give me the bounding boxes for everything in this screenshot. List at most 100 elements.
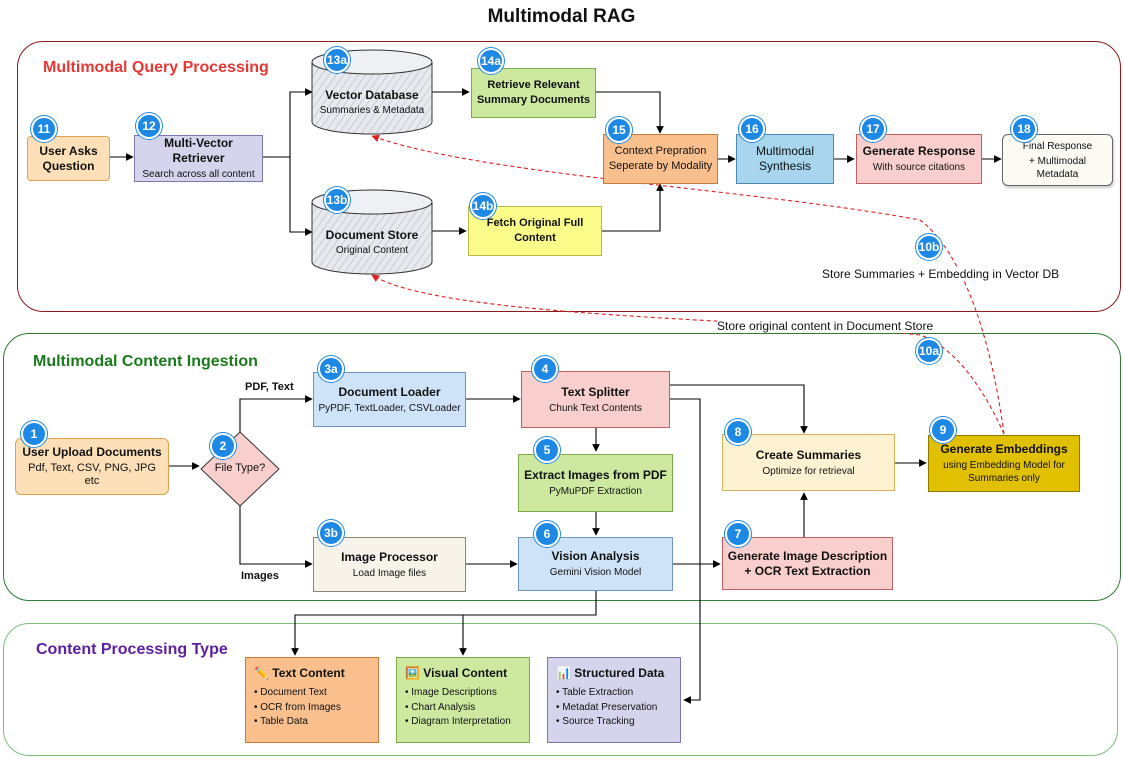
node-8-sub: Optimize for retrieval <box>762 465 855 477</box>
badge-8: 8 <box>725 419 751 445</box>
node-12-sub: Search across all content <box>142 169 255 180</box>
file-type-label: File Type? <box>214 462 266 474</box>
retrieve-summary-docs-node: Retrieve Relevant Summary Documents <box>471 68 596 118</box>
store-original-label: Store original content in Document Store <box>717 319 934 333</box>
fetch-original-content-node: Fetch Original Full Content <box>468 206 602 256</box>
edge-14b-15 <box>602 183 664 232</box>
edge-6-text <box>291 591 597 656</box>
vector-database-node: Vector Database Summaries & Metadata <box>312 80 432 124</box>
pdf-text-label: PDF, Text <box>245 381 294 393</box>
visual-content-title: Visual Content <box>423 666 508 680</box>
badge-13b: 13b <box>324 187 350 213</box>
node-18-title: Final Response <box>1022 140 1093 152</box>
structured-data-item: • Table Extraction <box>556 687 634 698</box>
section-processing-type <box>3 623 1118 756</box>
edge-12-13a <box>263 88 313 158</box>
badge-12: 12 <box>136 113 162 139</box>
section-ptype-title: Content Processing Type <box>36 641 228 658</box>
node-7-title: Generate Image Description + OCR Text Ex… <box>727 548 888 578</box>
badge-2: 2 <box>210 433 236 459</box>
structured-data-item: • Source Tracking <box>556 716 635 727</box>
badge-18: 18 <box>1011 116 1037 142</box>
node-13a-sub: Summaries & Metadata <box>319 105 425 116</box>
text-content-item: • OCR from Images <box>254 701 341 713</box>
badge-17: 17 <box>860 116 886 142</box>
edge-9-13a <box>371 134 1005 435</box>
node-13a-title: Vector Database <box>325 88 419 102</box>
node-6-sub: Gemini Vision Model <box>549 567 642 578</box>
node-3a-sub: PyPDF, TextLoader, CSVLoader <box>318 402 461 414</box>
badge-14b: 14b <box>470 193 496 219</box>
badge-11: 11 <box>31 116 57 142</box>
node-14a-title: Retrieve Relevant Summary Documents <box>476 79 591 106</box>
node-5-sub: PyMuPDF Extraction <box>549 486 642 497</box>
badge-6: 6 <box>534 521 560 547</box>
badge-14a: 14a <box>478 48 504 74</box>
text-content-card: ✏️ Text Content • Document Text • OCR fr… <box>245 657 379 743</box>
multi-vector-retriever-node: Multi-Vector Retriever Search across all… <box>134 135 263 182</box>
badge-10a: 10a <box>916 338 942 364</box>
node-9-title: Generate Embeddings <box>940 442 1068 456</box>
create-summaries-node: Create Summaries Optimize for retrieval <box>722 434 895 491</box>
store-summaries-label: Store Summaries + Embedding in Vector DB <box>822 267 1060 281</box>
generate-response-node: Generate Response With source citations <box>856 134 982 184</box>
node-17-title: Generate Response <box>862 144 976 158</box>
edge-4-8 <box>670 384 808 434</box>
node-1-title: User Upload Documents <box>22 445 162 459</box>
final-response-node: Final Response + Multimodal Metadata <box>1002 134 1113 186</box>
node-13b-sub: Original Content <box>335 245 409 256</box>
page-title: Multimodal RAG <box>487 6 636 27</box>
structured-data-item: • Metadat Preservation <box>556 701 658 713</box>
node-3b-title: Image Processor <box>341 549 438 564</box>
visual-content-card: 🖼️ Visual Content • Image Descriptions •… <box>396 657 530 743</box>
badge-4: 4 <box>532 356 558 382</box>
visual-content-item: • Chart Analysis <box>405 701 476 713</box>
node-17-sub: With source citations <box>872 162 966 173</box>
generate-embeddings-node: Generate Embeddings using Embedding Mode… <box>928 435 1080 492</box>
node-4-title: Text Splitter <box>561 384 630 399</box>
user-upload-documents-node: User Upload Documents Pdf, Text, CSV, PN… <box>15 438 169 495</box>
badge-15: 15 <box>606 117 632 143</box>
badge-3a: 3a <box>318 356 344 382</box>
image-processor-node: Image Processor Load Image files <box>313 537 466 592</box>
node-9-sub: using Embedding Model for Summaries only <box>943 460 1065 484</box>
generate-image-description-node: Generate Image Description + OCR Text Ex… <box>722 537 893 590</box>
text-content-item: • Document Text <box>254 687 327 698</box>
section-ingest-title: Multimodal Content Ingestion <box>33 353 258 370</box>
node-6-title: Vision Analysis <box>551 549 640 563</box>
badge-5: 5 <box>534 437 560 463</box>
edge-12-13b <box>289 157 313 236</box>
node-15-title: Context Prepration Seperate by Modality <box>608 145 713 172</box>
node-3b-sub: Load Image files <box>352 567 427 579</box>
node-12-title: Multi-Vector Retriever <box>164 136 233 165</box>
badge-10b: 10b <box>916 234 942 260</box>
images-label: Images <box>241 570 279 582</box>
edge-2-3b <box>239 506 313 568</box>
node-8-title: Create Summaries <box>755 447 862 462</box>
visual-content-item: • Diagram Interpretation <box>405 716 511 727</box>
edge-9-13b <box>371 274 1005 435</box>
pencil-icon: ✏️ <box>254 666 269 680</box>
node-14b-title: Fetch Original Full Content <box>486 217 584 244</box>
badge-3b: 3b <box>318 520 344 546</box>
text-splitter-node: Text Splitter Chunk Text Contents <box>521 371 670 428</box>
node-16-title: Multimodal Synthesis <box>755 144 815 173</box>
node-18-sub: + Multimodal Metadata <box>1029 155 1086 180</box>
visual-content-item: • Image Descriptions <box>405 687 497 698</box>
structured-data-title: Structured Data <box>574 666 665 680</box>
multimodal-synthesis-node: Multimodal Synthesis <box>736 134 834 184</box>
document-loader-node: Document Loader PyPDF, TextLoader, CSVLo… <box>313 372 466 427</box>
user-asks-question-node: User Asks Question <box>27 136 110 181</box>
section-query-title: Multimodal Query Processing <box>43 59 269 76</box>
document-store-node: Document Store Original Content <box>312 220 432 264</box>
text-content-title: Text Content <box>272 666 345 680</box>
node-5-title: Extract Images from PDF <box>524 468 667 482</box>
badge-1: 1 <box>21 421 47 447</box>
badge-9: 9 <box>930 417 956 443</box>
node-3a-title: Document Loader <box>338 384 441 399</box>
picture-icon: 🖼️ <box>405 666 420 680</box>
node-11-title: User Asks Question <box>39 143 98 173</box>
badge-13a: 13a <box>324 47 350 73</box>
edge-4-structured <box>670 398 701 704</box>
node-1-sub: Pdf, Text, CSV, PNG, JPG etc <box>28 462 156 487</box>
